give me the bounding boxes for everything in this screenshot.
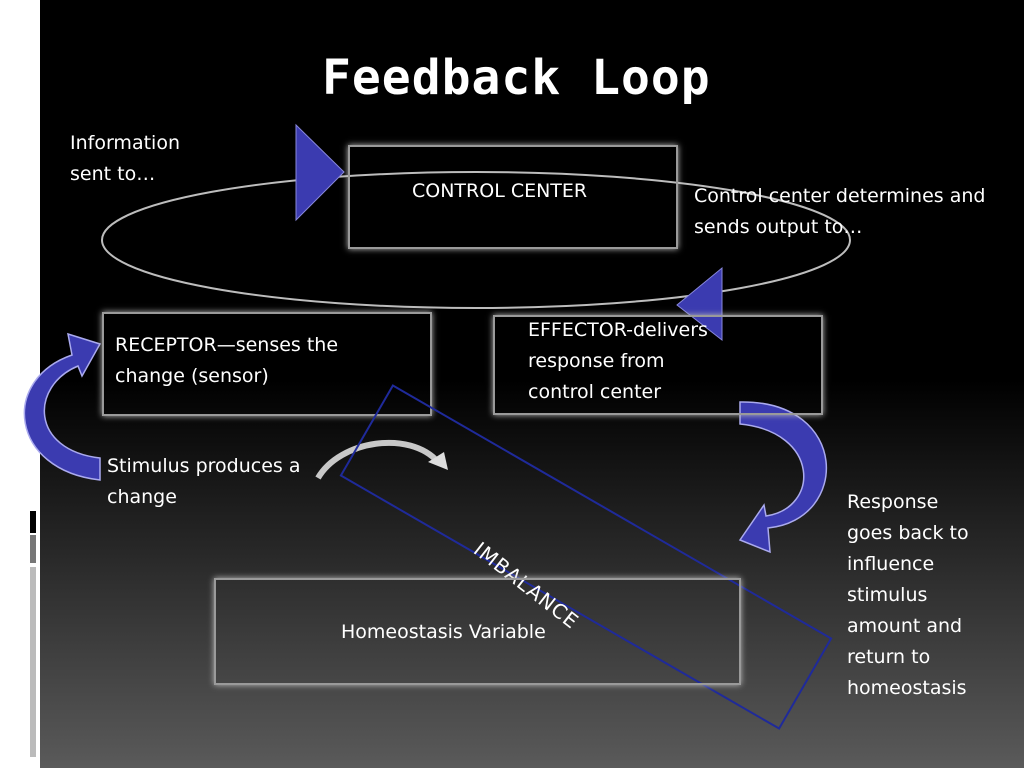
response-line: stimulus [847, 584, 928, 606]
strip-tick-2 [30, 521, 36, 533]
slide-title: Feedback Loop [322, 50, 711, 106]
response-line: return to [847, 646, 931, 668]
effector-label-line2: response from [528, 350, 665, 372]
response-line: influence [847, 553, 935, 575]
response-label: Response goes back to influence stimulus… [847, 487, 969, 704]
loop-ellipse [101, 171, 851, 309]
strip-tick-3 [30, 535, 36, 563]
receptor-label-line2: change (sensor) [115, 365, 269, 387]
receptor-box [102, 312, 432, 416]
effector-box [493, 315, 823, 415]
receptor-label-line1: RECEPTOR—senses the [115, 334, 339, 356]
loop-arrow-right [295, 123, 345, 222]
homeostasis-box [214, 578, 741, 685]
response-line: amount and [847, 615, 963, 637]
info-label-line1: Information [70, 132, 180, 154]
homeostasis-label: Homeostasis Variable [341, 621, 546, 643]
curved-arrow-right [738, 401, 828, 554]
strip-tick-4 [30, 567, 36, 757]
control-center-label: CONTROL CENTER [412, 180, 588, 202]
response-line: homeostasis [847, 677, 967, 699]
effector-label-line1: EFFECTOR-delivers [528, 319, 708, 341]
control-label-line2: sends output to… [694, 216, 863, 238]
control-label-line1: Control center determines and [694, 185, 986, 207]
curved-arrow-left [23, 332, 102, 481]
stimulus-label-line2: change [107, 486, 177, 508]
control-center-box [348, 145, 678, 249]
slide: Feedback Loop [40, 0, 1024, 768]
response-line: goes back to [847, 522, 969, 544]
gray-arrow-head [428, 452, 448, 470]
loop-arrow-left [676, 266, 723, 342]
strip-tick-1 [30, 511, 36, 521]
gray-curved-arrow [315, 439, 441, 480]
stimulus-label-line1: Stimulus produces a [107, 455, 301, 477]
effector-label-line3: control center [528, 381, 662, 403]
response-line: Response [847, 491, 939, 513]
info-label-line2: sent to… [70, 163, 156, 185]
